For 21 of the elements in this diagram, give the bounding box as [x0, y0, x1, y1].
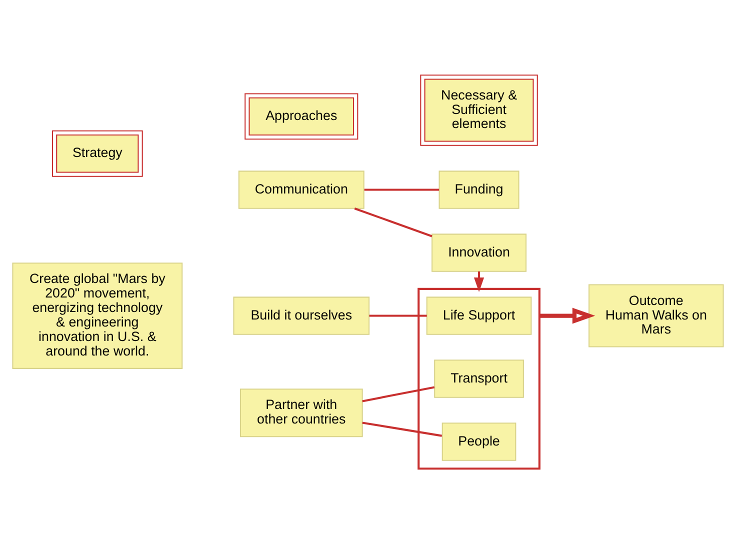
- connector: [354, 208, 432, 238]
- node-box: Necessary & Sufficient elements: [420, 74, 538, 146]
- node-box: Innovation: [432, 234, 527, 272]
- connector: [362, 422, 442, 437]
- node-box: Transport: [434, 360, 524, 398]
- node-box: Life Support: [426, 296, 532, 335]
- node-box: Create global "Mars by 2020" movement, energizing technology & engineering innovation in U.S. & around the world.: [12, 262, 183, 369]
- node-box: Build it ourselves: [233, 296, 370, 335]
- node-box: Approaches: [244, 93, 358, 140]
- node-box: Outcome Human Walks on Mars: [588, 284, 724, 348]
- node-box: Communication: [238, 170, 364, 209]
- connector: [362, 386, 435, 402]
- arrow: [474, 271, 484, 292]
- connector: [369, 314, 427, 317]
- node-box: Partner with other countries: [240, 388, 363, 438]
- node-box: Strategy: [52, 130, 143, 177]
- arrow: [539, 308, 596, 324]
- node-box: People: [442, 422, 516, 461]
- cluster: [418, 288, 540, 470]
- node-box: Funding: [438, 170, 520, 209]
- connector: [364, 188, 440, 191]
